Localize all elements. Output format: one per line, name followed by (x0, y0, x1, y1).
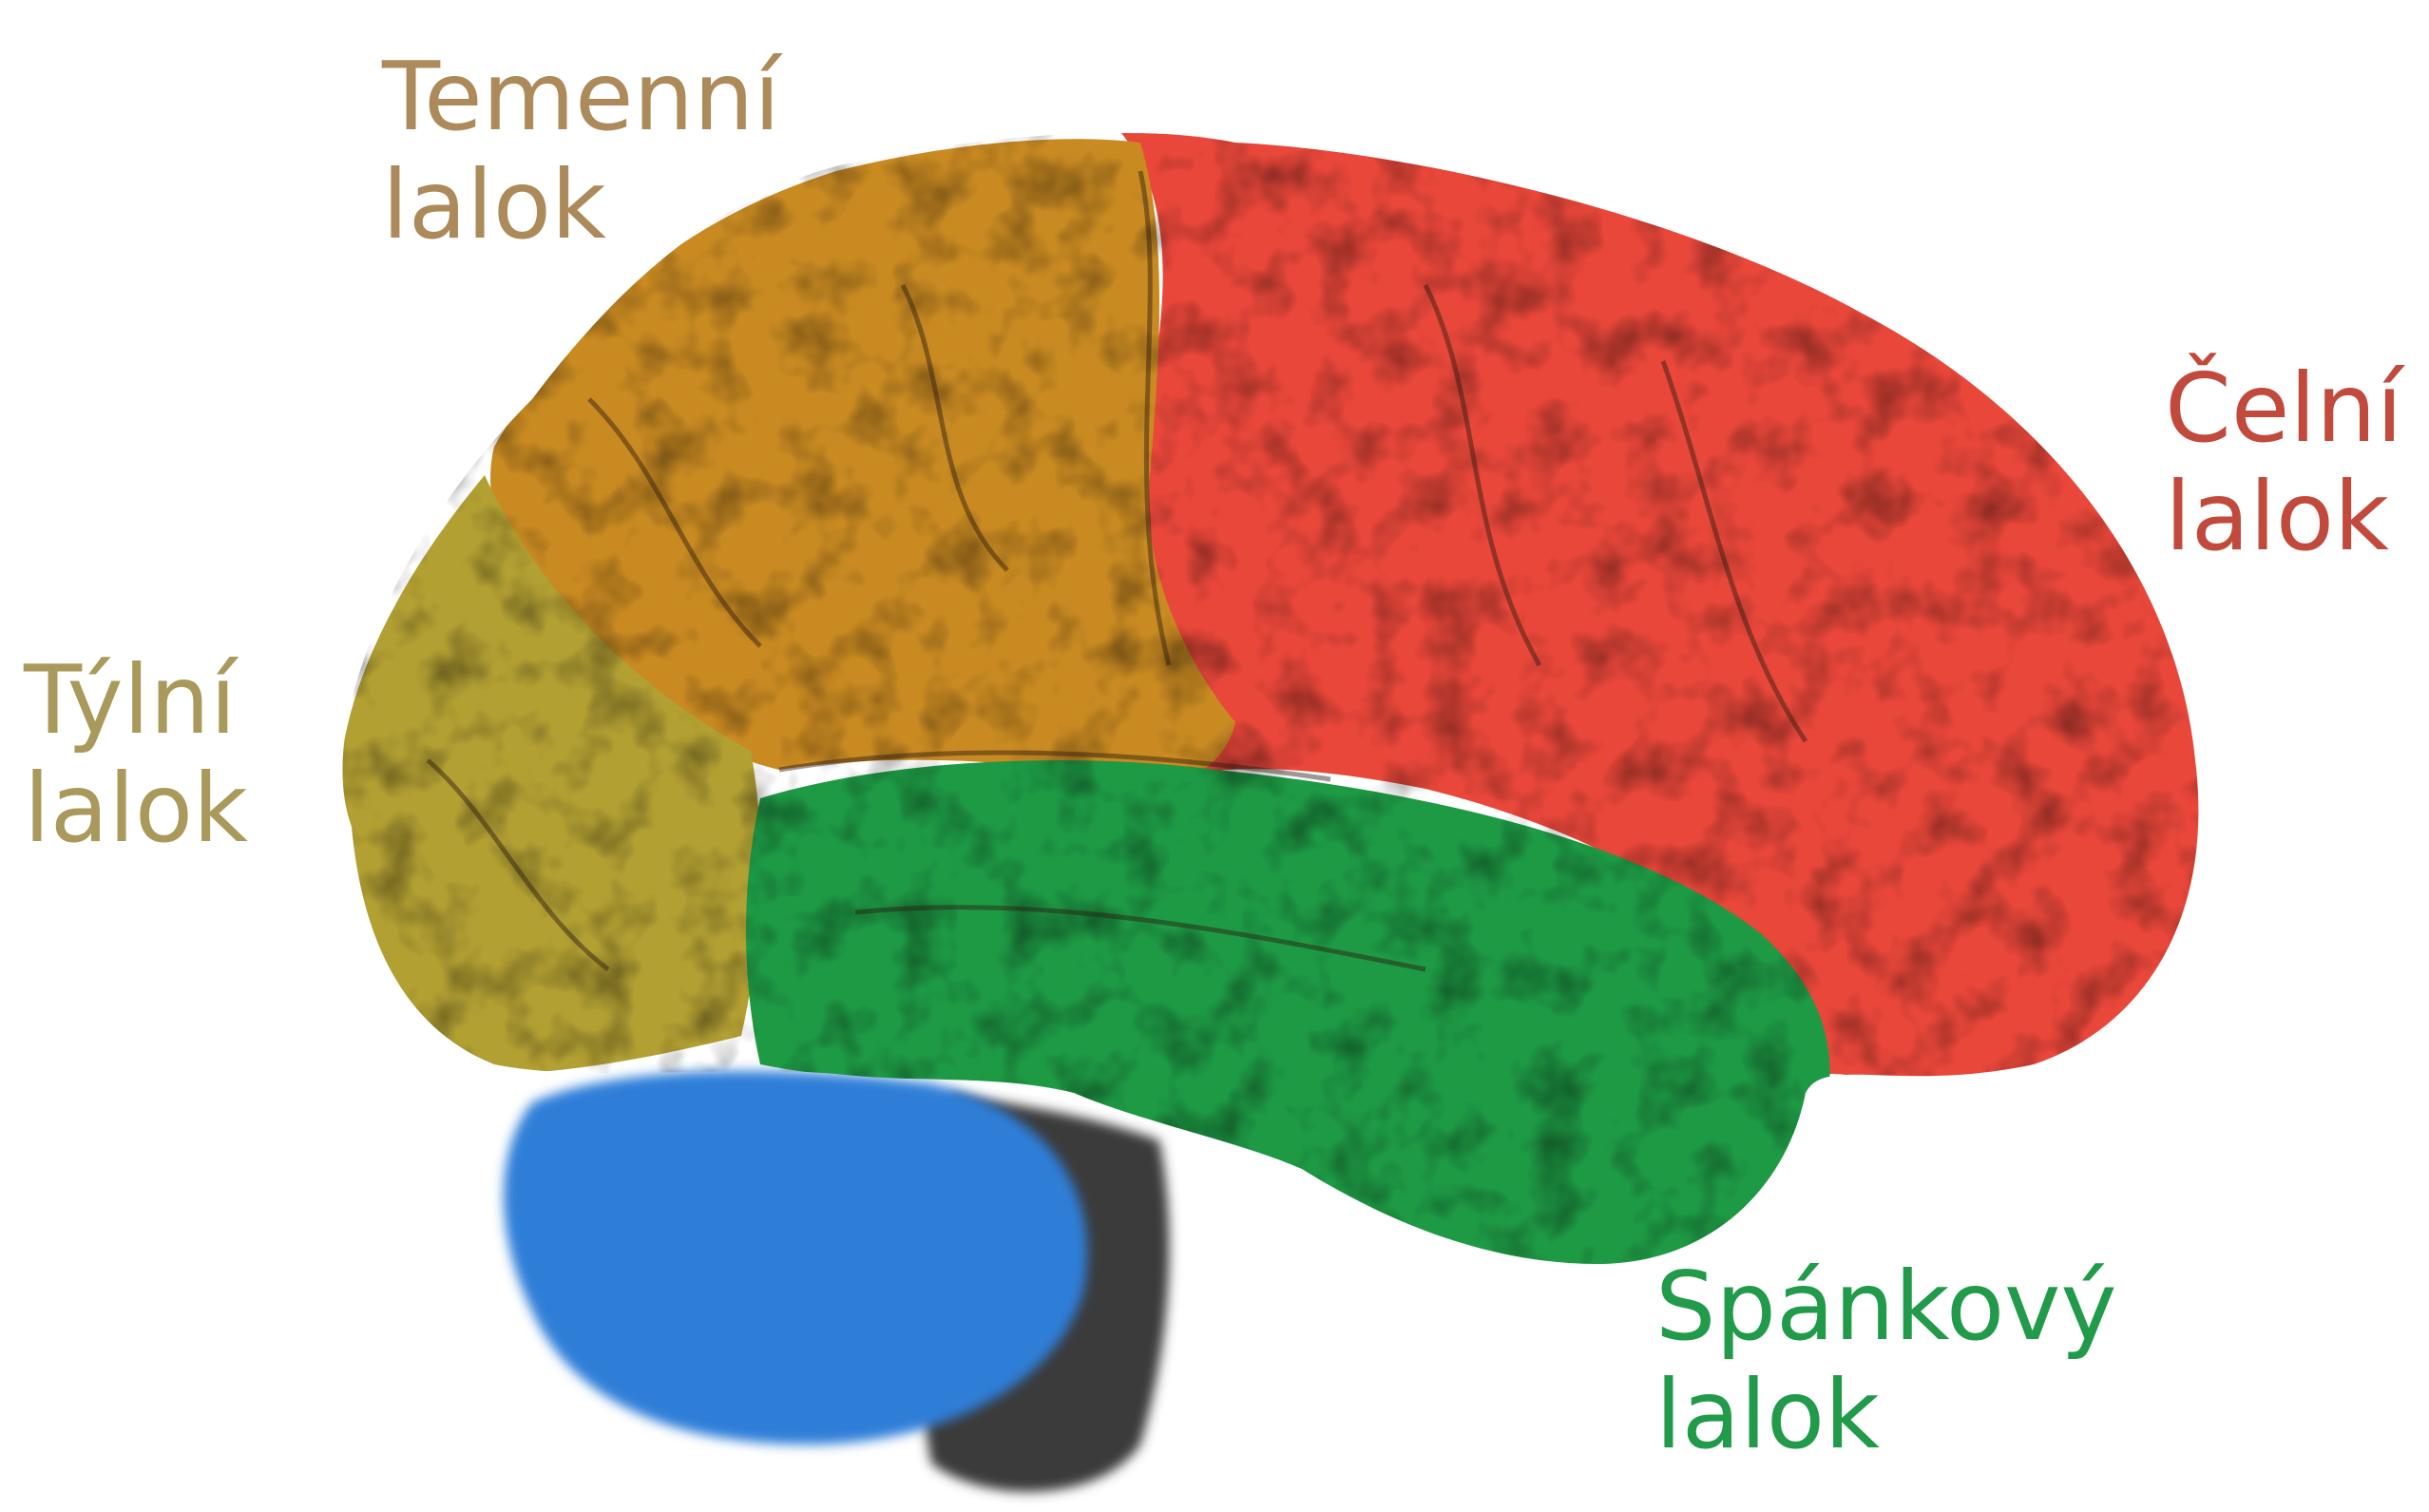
frontal-lobe-label: Čelní lalok (2165, 354, 2402, 571)
temporal-lobe-label-line1: Spánkový (1655, 1253, 2117, 1361)
parietal-lobe-label: Temenní lalok (382, 43, 780, 259)
frontal-lobe-label-line2: lalok (2165, 463, 2402, 571)
frontal-lobe-label-line1: Čelní (2165, 354, 2402, 463)
occipital-lobe-label-line1: Týlní (24, 646, 248, 755)
temporal-lobe-label-line2: lalok (1655, 1361, 2117, 1469)
cerebellum (504, 1071, 1087, 1445)
occipital-lobe-label: Týlní lalok (24, 646, 248, 863)
temporal-lobe-label: Spánkový lalok (1655, 1253, 2117, 1469)
parietal-lobe-label-line1: Temenní (382, 43, 780, 151)
occipital-lobe-label-line2: lalok (24, 755, 248, 863)
parietal-lobe-label-line2: lalok (382, 151, 780, 259)
